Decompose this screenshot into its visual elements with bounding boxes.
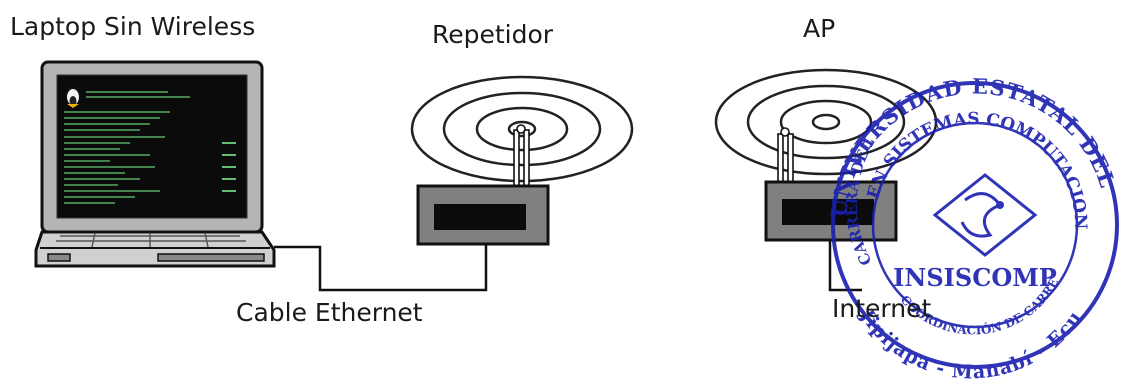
internet-label: Internet: [832, 294, 932, 323]
laptop-label: Laptop Sin Wireless: [10, 12, 256, 41]
repeater-router-icon: [410, 75, 634, 246]
access-point-label: AP: [803, 14, 836, 43]
penguin-icon: [67, 89, 79, 108]
stamp-center-text: INSISCOMP: [893, 263, 1057, 292]
laptop-screen: [56, 74, 248, 219]
internet-cable: [828, 240, 862, 292]
cable-label: Cable Ethernet: [236, 298, 423, 327]
terminal-lines: [64, 91, 190, 204]
stamp-emblem-icon: [932, 173, 1038, 257]
laptop-icon: [34, 60, 276, 268]
repeater-label: Repetidor: [432, 20, 554, 49]
access-point-display: [782, 199, 874, 225]
ethernet-cable: [274, 240, 488, 292]
access-point-router-icon: [714, 68, 938, 242]
repeater-display: [434, 204, 526, 230]
